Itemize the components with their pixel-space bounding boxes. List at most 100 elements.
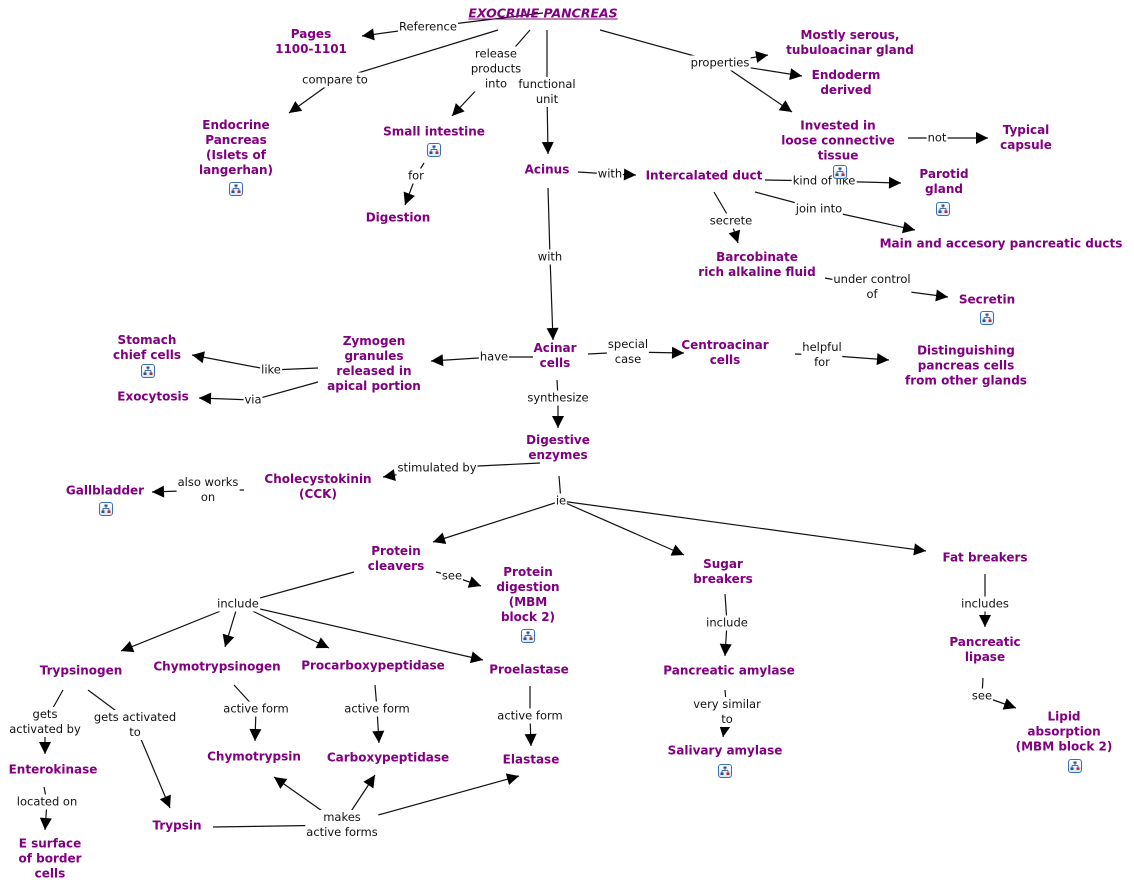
concept-procarboxypeptidase[interactable]: Procarboxypeptidase: [301, 658, 445, 673]
arrowhead-icon: [121, 640, 135, 653]
concept-intercalated[interactable]: Intercalated duct: [645, 168, 763, 183]
concept-fat-breakers[interactable]: Fat breakers: [942, 550, 1028, 565]
arrowhead-icon: [39, 817, 52, 830]
concept-lipid-absorption[interactable]: Lipid absorption (MBM block 2): [1015, 709, 1113, 754]
concept-elastase[interactable]: Elastase: [502, 752, 560, 767]
concept-acinar-cells[interactable]: Acinar cells: [533, 341, 577, 370]
concept-barcobinate[interactable]: Barcobinate rich alkaline fluid: [698, 250, 816, 279]
link-phrase-stimulated-by[interactable]: stimulated by: [396, 460, 478, 476]
concept-centroacinar[interactable]: Centroacinar cells: [681, 338, 769, 367]
link-phrase-active-form-2[interactable]: active form: [343, 701, 411, 717]
link-phrase-synthesize[interactable]: synthesize: [526, 390, 590, 406]
arrowhead-icon: [755, 51, 768, 63]
arrowhead-icon: [383, 469, 396, 481]
concept-zymogen[interactable]: Zymogen granules released in apical port…: [327, 334, 421, 393]
link-phrase-active-form-1[interactable]: active form: [222, 701, 290, 717]
concept-proelastase[interactable]: Proelastase: [489, 662, 569, 677]
link-phrase-special-case[interactable]: special case: [606, 337, 650, 367]
arrowhead-icon: [469, 651, 483, 664]
concept-cck[interactable]: Cholecystokinin (CCK): [264, 472, 372, 501]
arrowhead-icon: [876, 353, 889, 366]
concept-invested[interactable]: Invested in loose connective tissue: [781, 118, 895, 163]
link-phrase-very-similar[interactable]: very similar to: [692, 697, 762, 727]
concept-endocrine[interactable]: Endocrine Pancreas (Islets of langerhan): [198, 118, 274, 177]
concept-serous[interactable]: Mostly serous, tubuloacinar gland: [786, 28, 914, 57]
concept-acinus[interactable]: Acinus: [524, 162, 570, 177]
concept-trypsin[interactable]: Trypsin: [152, 818, 202, 833]
link-phrase-includes[interactable]: includes: [960, 596, 1010, 612]
link-phrase-include-1[interactable]: include: [216, 596, 260, 612]
link-line-with-2-to-acinar-cells: [549, 256, 554, 341]
link-phrase-gets-activated-to[interactable]: gets activated to: [92, 710, 178, 740]
link-phrase-active-form-3[interactable]: active form: [496, 708, 564, 724]
link-phrase-compare-to[interactable]: compare to: [301, 72, 369, 88]
arrowhead-icon: [222, 633, 235, 647]
link-phrase-release-products[interactable]: release products into: [469, 46, 523, 92]
link-phrase-with-1[interactable]: with: [596, 166, 624, 182]
submap-icon[interactable]: [427, 143, 441, 157]
concept-gallbladder[interactable]: Gallbladder: [65, 483, 145, 498]
link-phrase-secrete[interactable]: secrete: [708, 213, 754, 229]
submap-icon[interactable]: [229, 182, 243, 196]
submap-icon[interactable]: [141, 364, 155, 378]
arrowhead-icon: [363, 775, 375, 789]
concept-protein-digestion[interactable]: Protein digestion (MBM block 2): [496, 565, 560, 624]
link-phrase-properties[interactable]: properties: [689, 55, 751, 71]
arrowhead-icon: [467, 576, 481, 588]
concept-small-intestine[interactable]: Small intestine: [383, 124, 485, 139]
submap-icon[interactable]: [718, 764, 732, 778]
concept-enterokinase[interactable]: Enterokinase: [8, 762, 98, 777]
concept-digestive-enzymes[interactable]: Digestive enzymes: [526, 433, 590, 462]
link-phrase-located-on[interactable]: located on: [15, 794, 79, 810]
submap-icon[interactable]: [936, 202, 950, 216]
link-phrase-join-into[interactable]: join into: [794, 201, 844, 217]
link-phrase-include-2[interactable]: include: [705, 615, 749, 631]
submap-icon[interactable]: [521, 629, 535, 643]
link-phrase-for[interactable]: for: [407, 168, 425, 184]
link-phrase-not[interactable]: not: [926, 130, 948, 146]
concept-pages[interactable]: Pages 1100-1101: [275, 27, 347, 56]
link-phrase-see-2[interactable]: see: [970, 688, 994, 704]
link-phrase-have[interactable]: have: [478, 349, 510, 365]
concept-protein-cleavers[interactable]: Protein cleavers: [367, 544, 425, 573]
concept-typical-capsule[interactable]: Typical capsule: [1000, 123, 1052, 152]
concept-chymotrypsinogen[interactable]: Chymotrypsinogen: [153, 659, 281, 674]
concept-distinguishing[interactable]: Distinguishing pancreas cells from other…: [905, 343, 1027, 388]
submap-icon[interactable]: [833, 165, 847, 179]
concept-parotid[interactable]: Parotid gland: [919, 167, 969, 196]
link-phrase-under-control[interactable]: under control of: [832, 272, 912, 302]
concept-stomach-chief[interactable]: Stomach chief cells: [113, 333, 181, 362]
concept-main-ducts[interactable]: Main and accesory pancreatic ducts: [879, 236, 1123, 251]
link-phrase-also-works-on[interactable]: also works on: [176, 475, 240, 505]
concept-carboxypeptidase[interactable]: Carboxypeptidase: [326, 750, 450, 765]
link-phrase-gets-activated-by[interactable]: gets activated by: [8, 707, 82, 737]
submap-icon[interactable]: [1068, 759, 1082, 773]
concept-pancreatic-amylase[interactable]: Pancreatic amylase: [663, 663, 795, 678]
concept-exocrine[interactable]: EXOCRINE PANCREAS: [468, 5, 618, 21]
concept-endoderm[interactable]: Endoderm derived: [811, 68, 881, 97]
concept-exocytosis[interactable]: Exocytosis: [117, 389, 189, 404]
concept-digestion[interactable]: Digestion: [365, 210, 431, 225]
link-phrase-see-1[interactable]: see: [440, 568, 464, 584]
submap-icon[interactable]: [980, 311, 994, 325]
concept-sugar-breakers[interactable]: Sugar breakers: [693, 557, 753, 586]
link-phrase-reference[interactable]: Reference: [398, 19, 458, 35]
concept-salivary-amylase[interactable]: Salivary amylase: [667, 743, 783, 758]
submap-icon[interactable]: [99, 502, 113, 516]
link-line-include-1-to-trypsinogen: [120, 603, 239, 652]
link-phrase-like[interactable]: like: [260, 362, 282, 378]
link-phrase-ie[interactable]: ie: [554, 493, 568, 509]
arrowhead-icon: [452, 103, 465, 116]
concept-chymotrypsin[interactable]: Chymotrypsin: [207, 749, 301, 764]
concept-trypsinogen[interactable]: Trypsinogen: [39, 663, 123, 678]
link-phrase-with-2[interactable]: with: [536, 249, 564, 265]
concept-secretin[interactable]: Secretin: [958, 292, 1016, 307]
concept-e-surface[interactable]: E surface of border cells: [18, 836, 82, 881]
arrowhead-icon: [979, 615, 991, 627]
arrowhead-icon: [789, 68, 802, 81]
link-phrase-makes-active[interactable]: makes active forms: [305, 810, 379, 840]
link-phrase-via[interactable]: via: [243, 392, 263, 408]
concept-pancreatic-lipase[interactable]: Pancreatic lipase: [949, 635, 1021, 664]
link-phrase-helpful-for[interactable]: helpful for: [801, 340, 843, 370]
link-phrase-functional-unit[interactable]: functional unit: [517, 77, 577, 107]
